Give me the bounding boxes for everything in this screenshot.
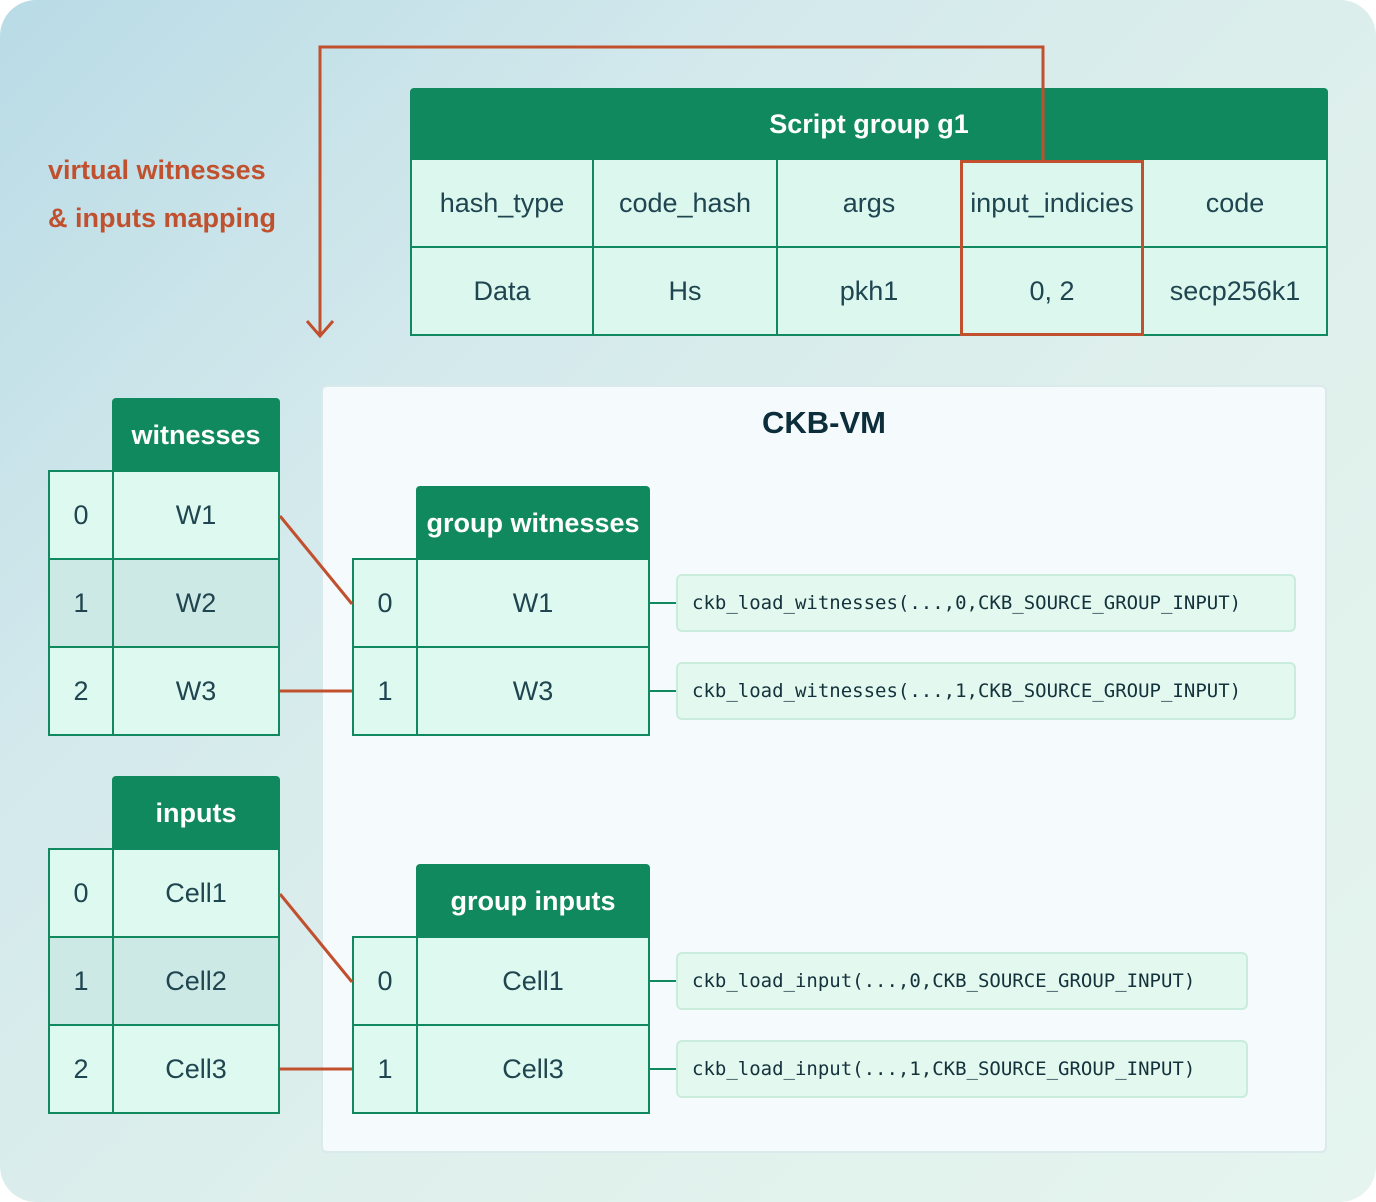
input-value-2: Cell3	[112, 1024, 280, 1114]
mapping-arrow-line	[318, 45, 1045, 334]
input-indicies-highlight	[960, 160, 1144, 336]
witness-index-0: 0	[48, 470, 114, 560]
group-witness-index-1: 1	[352, 646, 418, 736]
syscall-load-input-1: ckb_load_input(...,1,CKB_SOURCE_GROUP_IN…	[676, 1040, 1248, 1098]
header-hash-type: hash_type	[410, 158, 594, 248]
witness-index-2: 2	[48, 646, 114, 736]
script-group-title: Script group g1	[410, 88, 1328, 160]
syscall-load-witness-0: ckb_load_witnesses(...,0,CKB_SOURCE_GROU…	[676, 574, 1296, 632]
witnesses-header: witnesses	[112, 398, 280, 472]
group-input-value-1: Cell3	[416, 1024, 650, 1114]
group-input-value-0: Cell1	[416, 936, 650, 1026]
syscall-load-input-0: ckb_load_input(...,0,CKB_SOURCE_GROUP_IN…	[676, 952, 1248, 1010]
value-code: secp256k1	[1142, 246, 1328, 336]
inputs-header: inputs	[112, 776, 280, 850]
group-inputs-header: group inputs	[416, 864, 650, 938]
caption-line-2: & inputs mapping	[48, 203, 276, 233]
caption-line-1: virtual witnesses	[48, 155, 266, 185]
witness-value-2: W3	[112, 646, 280, 736]
group-witness-value-0: W1	[416, 558, 650, 648]
witness-index-1: 1	[48, 558, 114, 648]
link-w1-to-group-w1	[278, 515, 354, 605]
ckb-vm-title: CKB-VM	[762, 405, 886, 440]
group-witnesses-header: group witnesses	[416, 486, 650, 560]
mapping-arrow-head	[305, 320, 335, 339]
group-witness-value-1: W3	[416, 646, 650, 736]
group-input-index-1: 1	[352, 1024, 418, 1114]
syscall-load-witness-1: ckb_load_witnesses(...,1,CKB_SOURCE_GROU…	[676, 662, 1296, 720]
input-value-0: Cell1	[112, 848, 280, 938]
input-index-2: 2	[48, 1024, 114, 1114]
value-args: pkh1	[776, 246, 962, 336]
value-code-hash: Hs	[592, 246, 778, 336]
link-cell1-to-group-cell1	[278, 893, 354, 983]
witness-value-0: W1	[112, 470, 280, 560]
